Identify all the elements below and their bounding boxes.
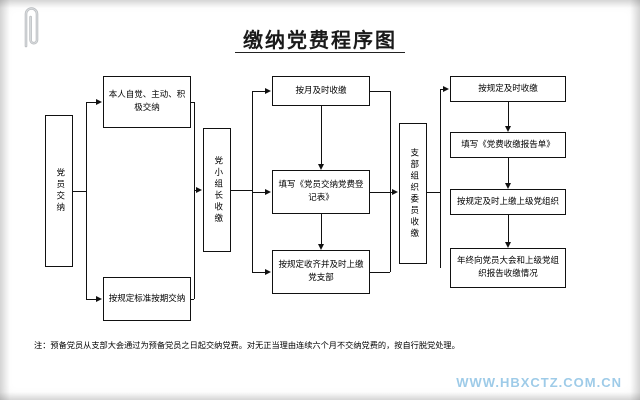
- arrow-to-n4: [196, 186, 202, 193]
- connector-n8-split: [440, 89, 441, 268]
- connector-merge-n4: [194, 102, 195, 299]
- node-group-leader: 党小组长收缴: [203, 128, 231, 252]
- node-collect-as-required: 按规定及时收缴: [450, 76, 566, 102]
- footnote: 注：预备党员从支部大会通过为预备党员之日起交纳党费。对无正当理由连续六个月不交纳…: [34, 340, 460, 350]
- paperclip-icon: [24, 7, 39, 48]
- arrow-to-n3: [96, 295, 102, 302]
- connector-n3-out: [191, 299, 194, 300]
- connector-n5-right: [370, 91, 390, 92]
- arrow-n9-n10: [504, 126, 511, 132]
- connector-to-n5: [252, 91, 266, 92]
- connector-n1-out: [73, 191, 86, 192]
- connector-to-n4: [194, 190, 197, 191]
- connector-to-n2: [86, 102, 97, 103]
- connector-n1-split: [86, 102, 87, 299]
- connector-n6-right: [370, 192, 390, 193]
- watermark: WWW.HBXCTZ.COM.CN: [456, 375, 622, 390]
- connector-to-n7: [252, 272, 266, 273]
- connector-to-n9: [440, 89, 444, 90]
- arrow-n11-n12: [504, 242, 511, 248]
- arrow-n5-n6: [317, 164, 324, 170]
- paper-edge-bottom: [0, 392, 640, 400]
- node-monthly-collect: 按月及时收缴: [272, 76, 370, 106]
- node-standard-ontime: 按规定标准按期交纳: [103, 277, 191, 321]
- connector-to-n8: [390, 192, 393, 193]
- connector-n10-n11: [508, 158, 509, 183]
- node-member-pay: 党员交纳: [45, 115, 73, 267]
- node-fill-register: 填写《党员交纳党费登记表》: [272, 170, 370, 214]
- title-underline: [235, 52, 405, 53]
- connector-n9-n10: [508, 102, 509, 126]
- paper-edge-left: [0, 0, 10, 400]
- page-title: 缴纳党费程序图: [243, 28, 397, 52]
- arrow-to-n5: [265, 87, 271, 94]
- connector-to-n6: [252, 192, 266, 193]
- node-self-conscious: 本人自觉、主动、积极交纳: [103, 76, 191, 128]
- node-fill-report-form: 填写《党费收缴报告单》: [450, 132, 566, 158]
- paper-edge-right: [630, 0, 640, 400]
- connector-to-n3: [86, 299, 97, 300]
- node-branch-org-member: 支部组织委员收缴: [399, 123, 427, 264]
- arrow-to-n6: [265, 188, 271, 195]
- node-submit-upper-org: 按规定及时上缴上级党组织: [450, 189, 566, 215]
- connector-n8-out: [427, 192, 440, 193]
- connector-n7-right: [370, 272, 390, 273]
- arrow-to-n9: [443, 85, 449, 92]
- connector-n6-n7: [321, 214, 322, 244]
- arrow-to-n7: [265, 268, 271, 275]
- connector-n2-out: [191, 102, 194, 103]
- connector-n4-out: [231, 190, 252, 191]
- paper-edge-top: [0, 0, 640, 8]
- arrow-to-n8: [392, 188, 398, 195]
- arrow-n10-n11: [504, 183, 511, 189]
- connector-n11-n12: [508, 215, 509, 242]
- arrow-to-n2: [96, 98, 102, 105]
- connector-n4-split: [252, 91, 253, 272]
- connector-n5-n6: [321, 106, 322, 164]
- connector-merge-n8: [390, 91, 391, 272]
- node-year-end-report: 年终向党员大会和上级党组织报告收缴情况: [450, 248, 566, 288]
- arrow-n6-n7: [317, 244, 324, 250]
- node-collect-submit-branch: 按规定收齐并及时上缴党支部: [272, 250, 370, 294]
